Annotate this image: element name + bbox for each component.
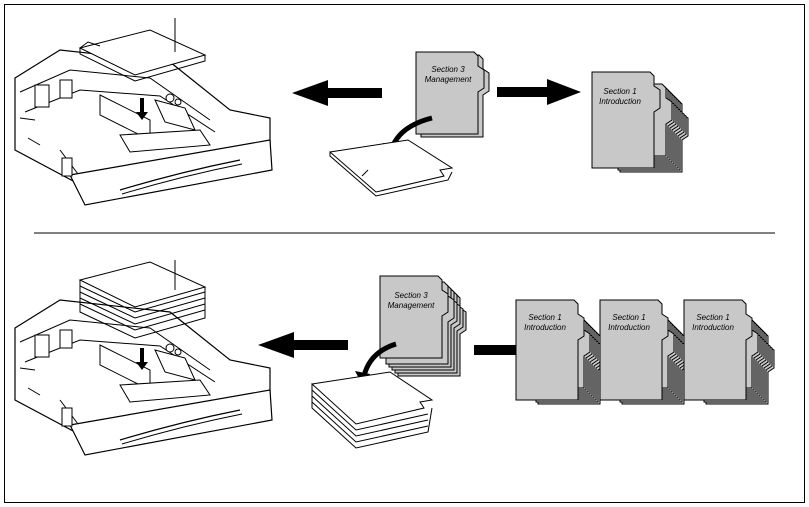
paper-tray-icon xyxy=(14,18,273,206)
output-title-label: Introduction xyxy=(692,323,734,332)
output-stack: Section 1 Introduction xyxy=(515,299,607,405)
landing-stack-icon xyxy=(310,371,434,449)
tab-title-label: Management xyxy=(425,75,472,84)
output-section-label: Section 1 xyxy=(528,313,561,322)
output-stack: Section 1 Introduction xyxy=(599,299,691,405)
tab-section-label: Section 3 xyxy=(431,65,465,74)
output-stack: Section 1 Introduction xyxy=(591,71,689,173)
top-panel: Section 3 Management xyxy=(14,18,689,206)
bottom-panel: Section 3 Management xyxy=(14,260,775,456)
output-stack: Section 1 Introduction xyxy=(683,299,775,405)
left-arrow-icon xyxy=(258,332,348,358)
left-arrow-icon xyxy=(292,80,382,106)
output-section-label: Section 1 xyxy=(696,313,729,322)
output-title-label: Introduction xyxy=(524,323,566,332)
output-section-label: Section 1 xyxy=(603,87,636,96)
tab-section-label: Section 3 xyxy=(394,291,428,300)
right-arrow-icon xyxy=(497,79,581,105)
tab-title-label: Management xyxy=(388,301,435,310)
tab-stack-icon: Section 3 Management xyxy=(379,275,467,377)
landing-stack-icon xyxy=(328,139,454,197)
paper-tray-icon xyxy=(14,260,273,456)
output-title-label: Introduction xyxy=(599,97,641,106)
output-title-label: Introduction xyxy=(608,323,650,332)
output-section-label: Section 1 xyxy=(612,313,645,322)
tab-stack-icon: Section 3 Management xyxy=(415,51,490,138)
